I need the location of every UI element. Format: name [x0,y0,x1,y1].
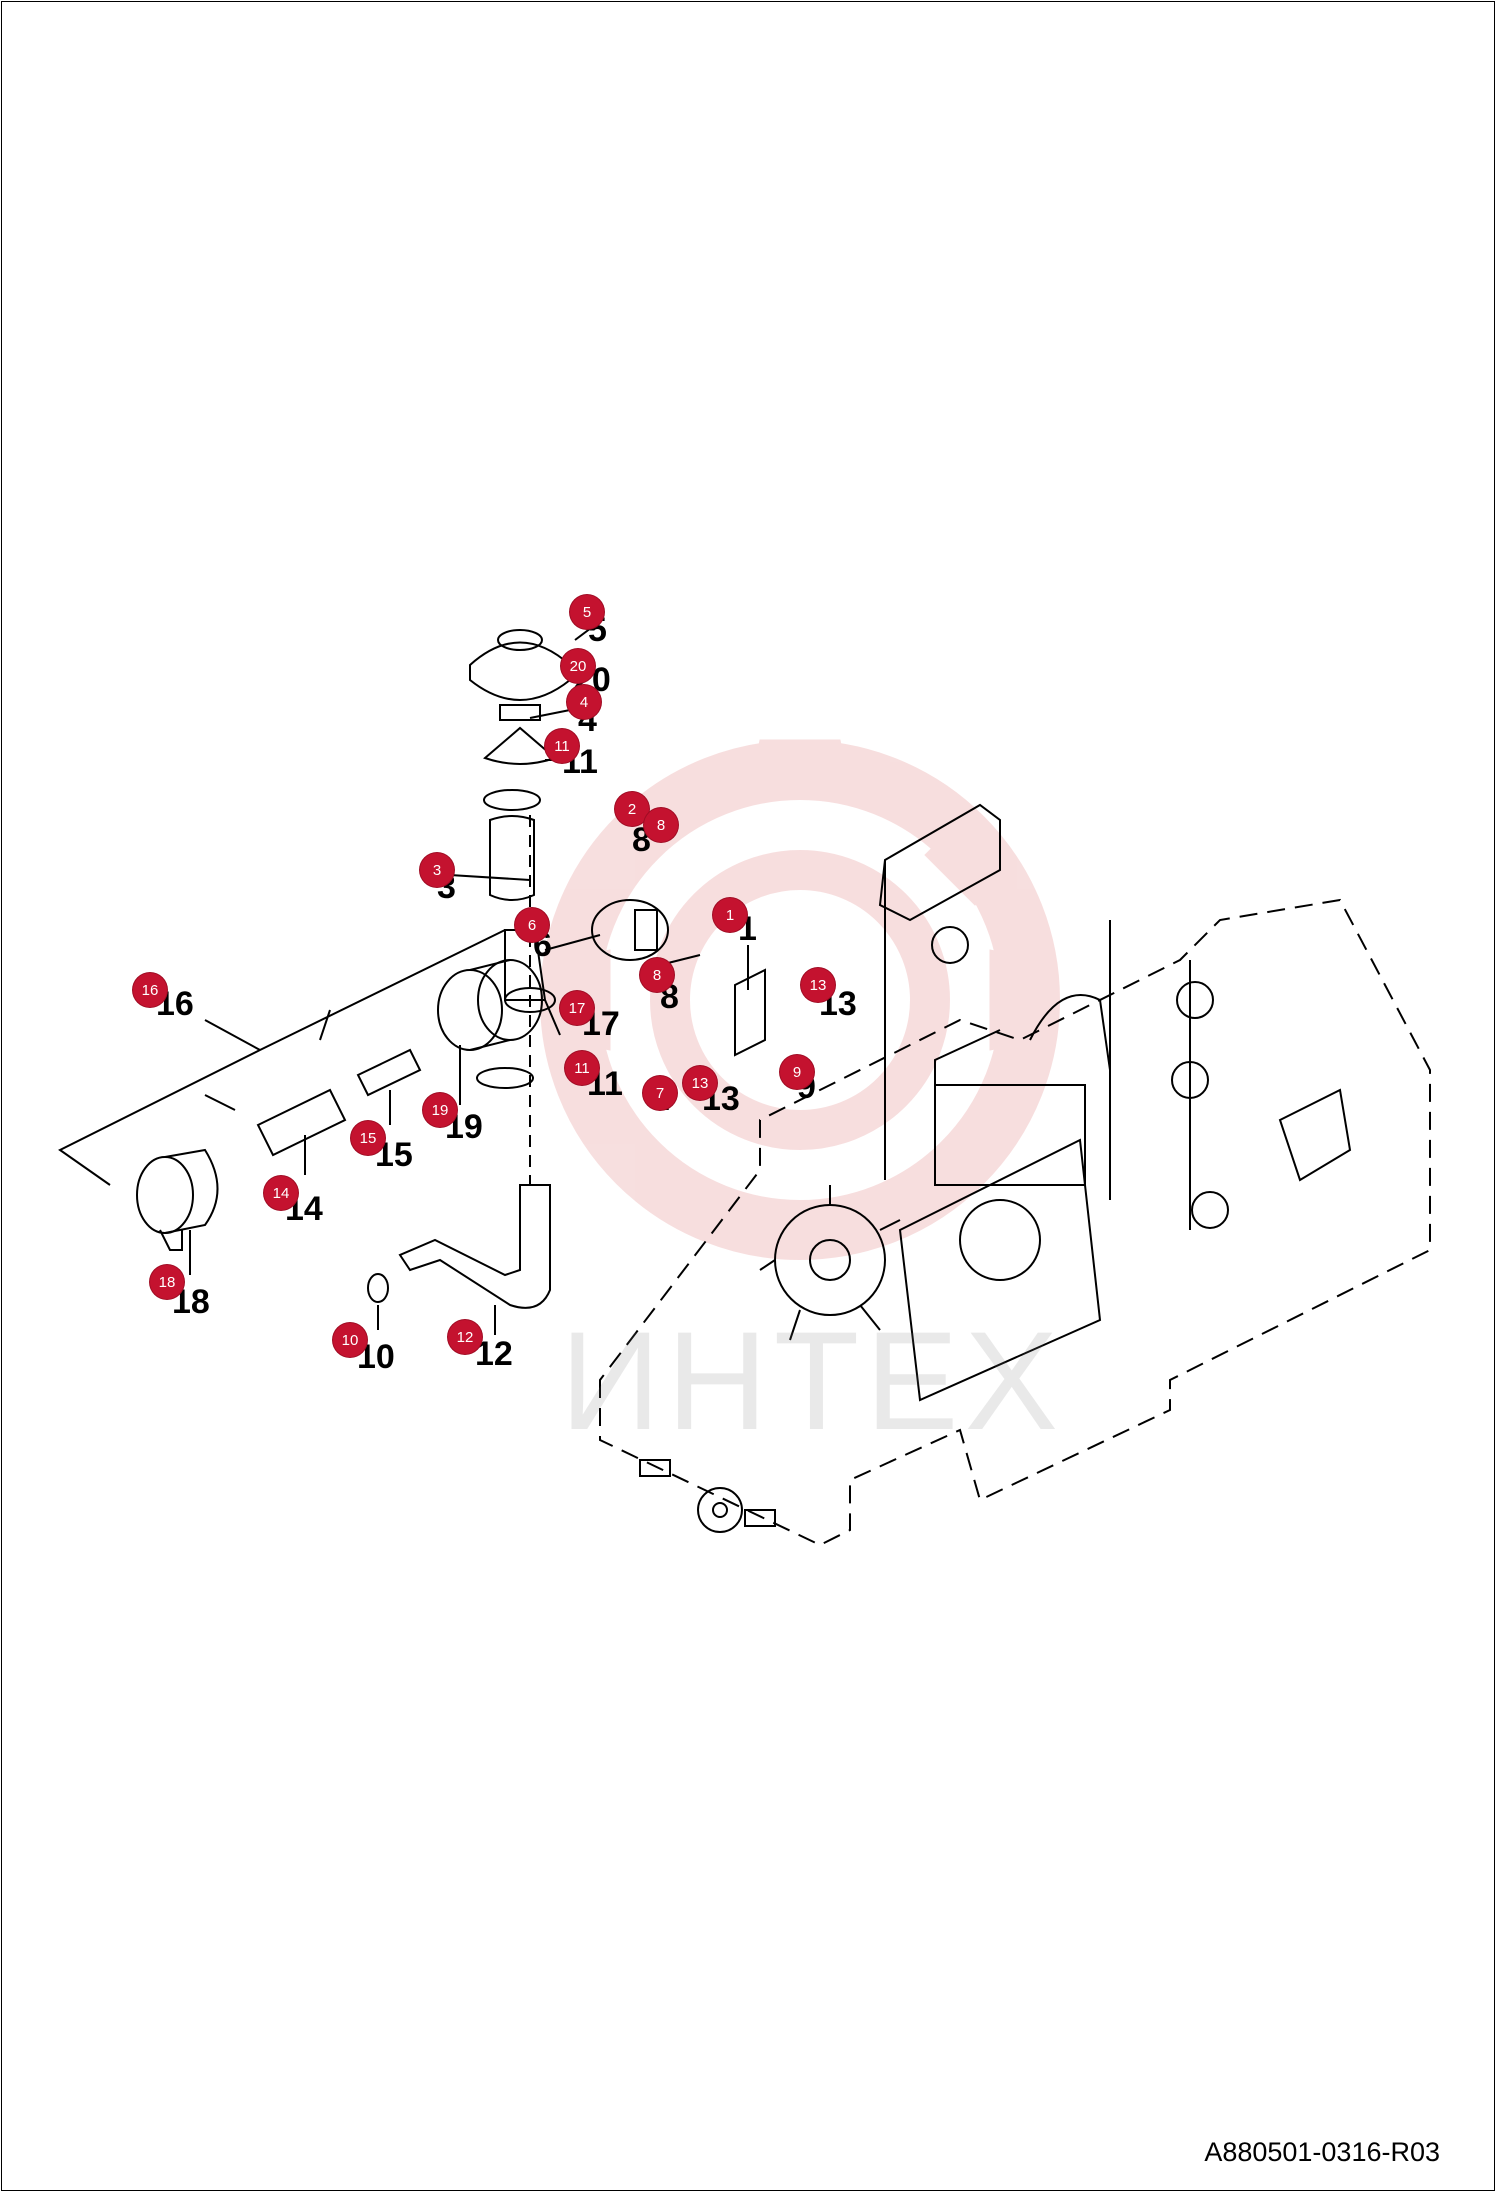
callout-hotspot-11b[interactable]: 11 [565,1051,599,1085]
callout-hotspot-18[interactable]: 18 [150,1265,184,1299]
callout-hotspot-3[interactable]: 3 [420,853,454,887]
callout-hotspot-12[interactable]: 12 [448,1320,482,1354]
callout-hotspot-13a[interactable]: 13 [801,968,835,1002]
callout-hotspot-4[interactable]: 4 [567,685,601,719]
callout-hotspot-8a[interactable]: 8 [644,808,678,842]
intake-pipe [489,815,535,901]
drawing-code: A880501-0316-R03 [1204,2137,1440,2167]
part-label-12: 12 [475,1335,513,1373]
watermark-text: ИНТЕХ [560,1302,1065,1459]
callout-hotspot-5[interactable]: 5 [570,595,604,629]
callout-hotspot-6[interactable]: 6 [515,908,549,942]
callout-hotspot-14[interactable]: 14 [264,1176,298,1210]
callout-hotspot-10[interactable]: 10 [333,1323,367,1357]
callout-hotspot-16[interactable]: 16 [133,973,167,1007]
intake-hose [398,1184,551,1309]
callout-hotspot-19[interactable]: 19 [423,1093,457,1127]
callout-hotspot-11a[interactable]: 11 [545,729,579,763]
callout-hotspot-13b[interactable]: 13 [683,1066,717,1100]
callout-hotspot-2[interactable]: 2 [615,792,649,826]
callout-hotspot-8b[interactable]: 8 [640,958,674,992]
callout-hotspot-1[interactable]: 1 [713,898,747,932]
callout-hotspot-15[interactable]: 15 [351,1121,385,1155]
watermark-logo [540,739,1060,1260]
callout-hotspot-20[interactable]: 20 [561,649,595,683]
callout-hotspot-7[interactable]: 7 [643,1076,677,1110]
line-art [58,624,1431,1547]
pre-cleaner-cap [469,641,571,701]
callout-hotspot-9[interactable]: 9 [780,1055,814,1089]
callout-hotspot-17[interactable]: 17 [560,991,594,1025]
